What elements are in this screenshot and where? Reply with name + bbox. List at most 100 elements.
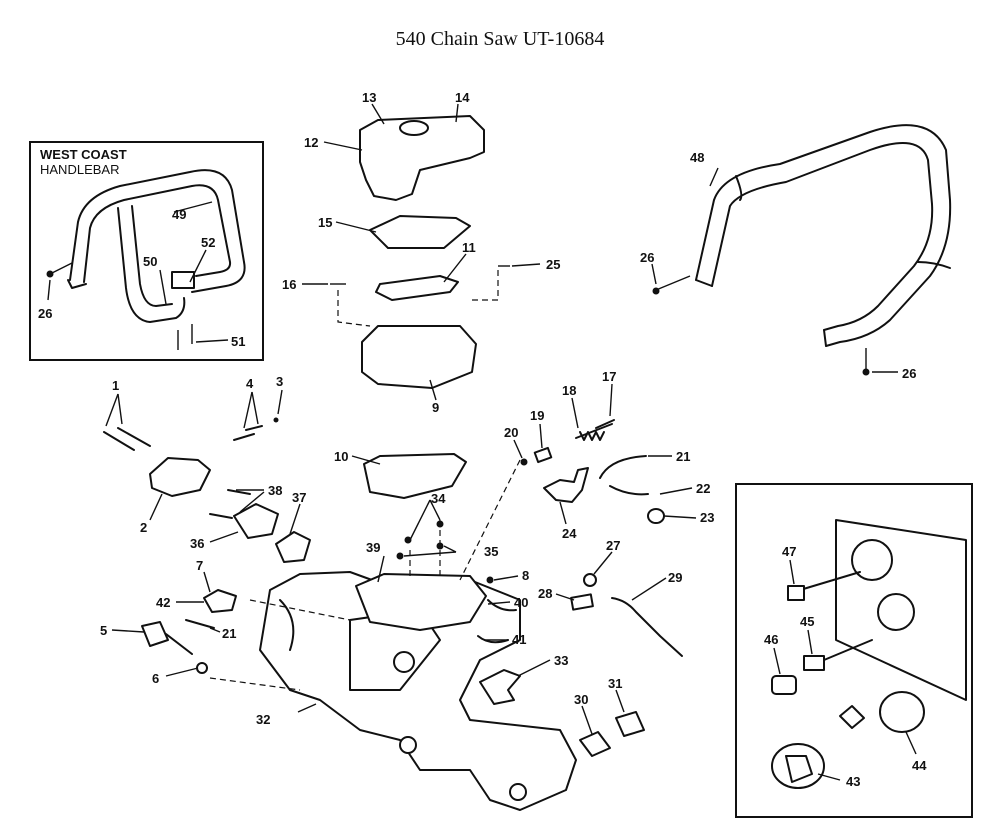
cap-strap-43 [839, 705, 865, 729]
leader-20 [513, 439, 523, 459]
screw-35 [396, 552, 404, 560]
callout-18: 18 [562, 383, 576, 398]
bolt-hole-2 [509, 783, 527, 801]
callout-38: 38 [268, 483, 282, 498]
hose-45 [823, 639, 873, 661]
hose-41 [477, 635, 509, 644]
callout-49: 49 [172, 207, 186, 222]
west-coast-bar-end [67, 279, 87, 289]
leader-29 [631, 577, 667, 601]
callout-8: 8 [522, 568, 529, 583]
handlebar-48: 48 26 26 [640, 124, 952, 381]
leader-31 [615, 689, 625, 713]
cap-inset: 47 46 45 43 44 [735, 483, 973, 818]
callout-41: 41 [512, 632, 526, 647]
leader-34a [409, 499, 431, 541]
callout-20: 20 [504, 425, 518, 440]
leader-22 [659, 487, 693, 495]
screw-34b [436, 520, 444, 528]
west-coast-handlebar-inset: WEST COAST HANDLEBAR 49 52 50 26 51 [29, 141, 264, 361]
diagram-title: 540 Chain Saw UT-10684 [395, 28, 605, 50]
leader-47 [789, 559, 795, 585]
leader-35b [443, 545, 457, 553]
leader-2 [149, 493, 163, 521]
hose-40 [487, 599, 517, 612]
leader-9 [429, 379, 437, 401]
bushing-30 [579, 731, 611, 757]
leader-50 [159, 269, 167, 305]
callout-13: 13 [362, 90, 376, 105]
bushing-19 [533, 446, 553, 464]
dash-25 [472, 270, 499, 301]
callout-31: 31 [608, 676, 622, 691]
leader-26-left [651, 263, 657, 285]
plug-8 [486, 576, 494, 584]
callout-5: 5 [100, 623, 107, 638]
leader-4b [251, 391, 259, 425]
callout-19: 19 [530, 408, 544, 423]
screw-34 [404, 536, 412, 544]
leader-33 [517, 659, 551, 677]
spike-stem [165, 633, 193, 655]
screw-1a [103, 431, 135, 451]
leader-15 [335, 221, 377, 233]
callout-29: 29 [668, 570, 682, 585]
callout-40: 40 [514, 595, 528, 610]
dash-20 [459, 459, 521, 581]
top-cover-12 [359, 115, 485, 201]
leader-14 [455, 103, 459, 123]
tank-panel [835, 519, 967, 701]
filter-46 [771, 675, 797, 695]
dash-42 [249, 599, 351, 621]
leader-21-left [209, 627, 221, 633]
west-coast-bracket [171, 271, 195, 289]
callout-37: 37 [292, 490, 306, 505]
leader-28 [555, 593, 575, 601]
callout-30: 30 [574, 692, 588, 707]
callout-12: 12 [304, 135, 318, 150]
callout-28: 28 [538, 586, 552, 601]
crankcase-32 [259, 571, 577, 811]
callout-27: 27 [606, 538, 620, 553]
bracket-33 [479, 669, 521, 705]
fuel-tank-39 [355, 573, 487, 631]
grip-edge-top [735, 175, 743, 201]
screw-38a [227, 489, 251, 495]
cable-29 [611, 597, 683, 657]
leader-12 [323, 141, 363, 151]
callout-46: 46 [764, 632, 778, 647]
callout-43: 43 [846, 774, 860, 789]
callout-7: 7 [196, 558, 203, 573]
pin-4a [233, 433, 255, 441]
leader-38b [239, 491, 265, 513]
left-parts: 1 4 3 2 38 37 36 7 42 21 5 6 [100, 374, 311, 686]
leader-30 [581, 705, 593, 735]
cap-inset-frame [735, 483, 973, 818]
callout-6: 6 [152, 671, 159, 686]
bushing-31 [615, 711, 645, 737]
leader-52 [189, 249, 207, 283]
leader-11 [443, 253, 467, 283]
bolt-hole-3 [393, 651, 415, 673]
screw-35b [436, 542, 444, 550]
screw-head-icon [652, 287, 660, 295]
leader-19 [539, 423, 543, 449]
main-housing: 32 39 34 35 8 40 41 33 [209, 459, 577, 811]
callout-34: 34 [431, 491, 446, 506]
leader-36 [209, 531, 239, 543]
gasket-36 [233, 503, 279, 539]
callout-47: 47 [782, 544, 796, 559]
leader-39 [377, 555, 385, 583]
filter-47 [787, 585, 805, 601]
o-ring-44 [879, 691, 925, 733]
plate-37 [275, 531, 311, 563]
fuel-port [851, 539, 893, 581]
oil-pump-2 [149, 457, 211, 497]
callout-23: 23 [700, 510, 714, 525]
leader-7 [203, 571, 211, 593]
screw-1b [117, 427, 151, 447]
gasket-10 [363, 453, 467, 499]
callout-10: 10 [334, 449, 348, 464]
oil-port [877, 593, 915, 631]
